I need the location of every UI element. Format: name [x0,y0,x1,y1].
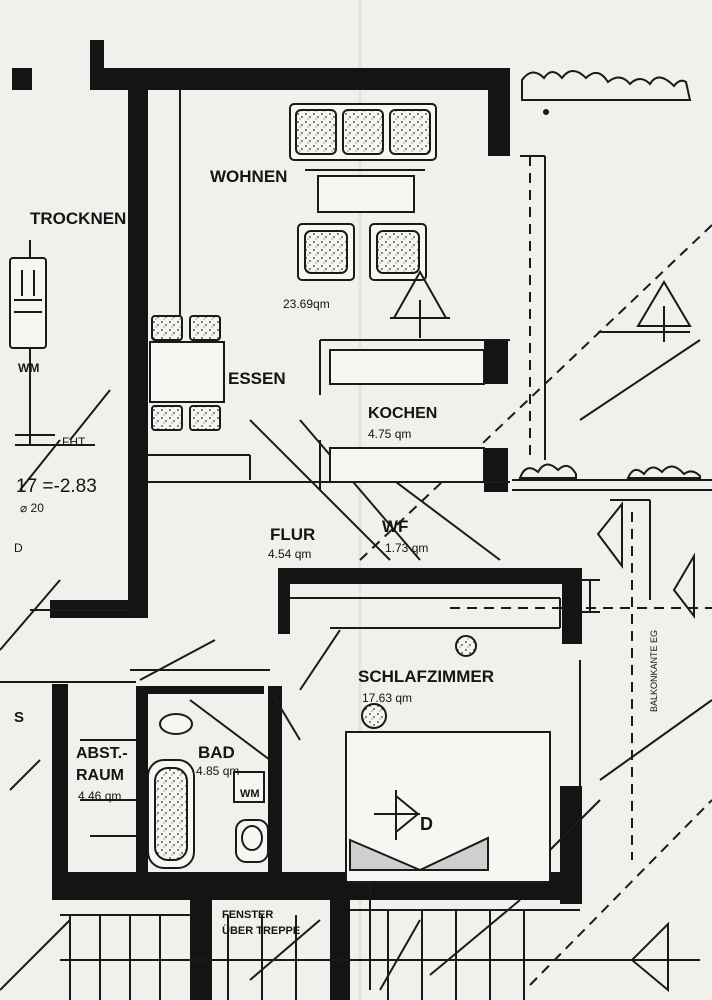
room-label-trocknen: TROCKNEN [30,209,126,228]
coffee-table [305,169,425,213]
room-label-essen: ESSEN [228,369,286,388]
room-area-wf: 1.73 qm [385,541,428,555]
level-annotation: 17 =-2.83 [16,476,97,497]
armchairs [297,223,427,281]
kitchen-counters [329,349,485,483]
bedroom-plants [361,635,477,729]
diameter-annotation: ⌀ 20 [20,501,44,515]
room-area-flur: 4.54 qm [268,547,311,561]
door-symbol [374,790,420,840]
fenster-label-line2: ÜBER TREPPE [222,924,300,937]
fht-label: FHT [62,435,86,449]
room-label-bad: BAD [198,743,235,762]
room-label-abstraum-line2: RAUM [76,767,124,784]
bed [345,731,551,883]
triangle-markers [596,501,695,993]
room-label-schlafzimmer: SCHLAFZIMMER [358,667,494,686]
room-area-abstraum: 4.46 qm [78,789,121,803]
room-label-abstraum-line1: ABST.- [76,745,128,762]
dining-table [149,315,225,431]
room-label-wohnen: WOHNEN [210,167,287,186]
fenster-label-line1: FENSTER [222,909,273,921]
room-label-flur: FLUR [270,525,315,544]
garden-shrubs [512,70,712,491]
room-label-kochen: KOCHEN [368,405,437,422]
room-area-schlafzimmer: 17.63 qm [362,691,412,705]
bath-fixtures [147,713,269,869]
coat-hanger-symbol [390,269,692,342]
margin-letter-s: S [14,709,24,726]
stairs [60,910,700,1000]
sofa [289,103,437,161]
washer-appliance [9,257,47,349]
margin-letter-d: D [14,541,23,555]
room-area-wohnen: 23.69qm [283,297,330,311]
wm-label-bad: WM [240,788,260,800]
room-label-wf: WF [382,517,408,536]
door-symbol-letter: D [420,814,433,834]
construction-lines [0,156,712,991]
balkonkante-label: BALKONKANTE EG [649,630,659,712]
room-area-kochen: 4.75 qm [368,427,411,441]
room-area-bad: 4.85 qm [196,764,239,778]
wm-label-left: WM [18,361,39,375]
